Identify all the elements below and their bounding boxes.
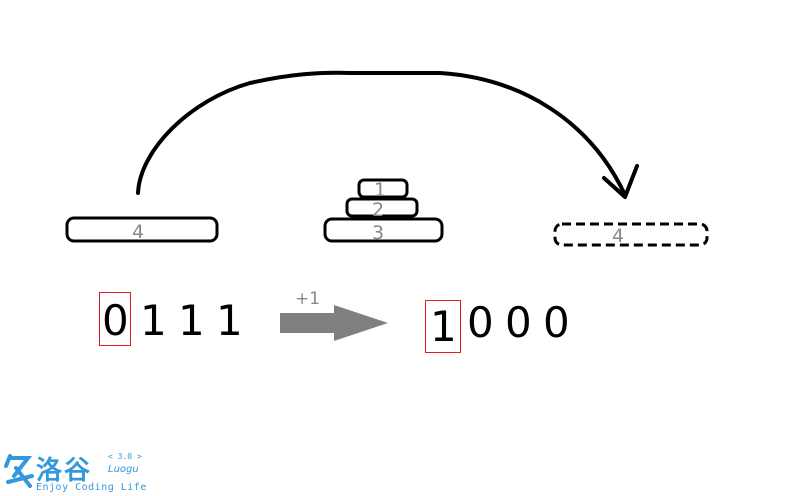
- highlight-box-before: [99, 292, 131, 346]
- bit-after-1: 0: [467, 298, 494, 347]
- luogu-logo: 洛谷 < 3.0 > Luogu Enjoy Coding Life: [2, 452, 162, 496]
- logo-name-cn: 洛谷: [36, 456, 93, 486]
- disk-right-target: [553, 222, 709, 247]
- bit-after-2: 0: [505, 298, 532, 347]
- disk-middle-bottom-label: 3: [372, 222, 384, 244]
- logo-version: < 3.0 >: [108, 452, 142, 461]
- highlight-box-after: [425, 300, 461, 353]
- bit-after-3: 0: [543, 298, 570, 347]
- disk-middle-mid: [345, 197, 419, 218]
- increment-label: +1: [295, 289, 321, 309]
- disk-left: [65, 216, 219, 243]
- disk-middle-top-label: 1: [374, 179, 386, 201]
- disk-right-target-label: 4: [612, 225, 624, 247]
- increment-arrow-icon: [280, 305, 388, 341]
- bit-before-1: 1: [140, 296, 167, 345]
- bit-before-2: 1: [178, 296, 205, 345]
- logo-name-en: Luogu: [108, 464, 139, 475]
- disk-middle-bottom: [323, 217, 444, 243]
- move-arrow-curve: [136, 70, 627, 197]
- bit-before-3: 1: [216, 296, 243, 345]
- luogu-mark-icon: [4, 454, 34, 488]
- logo-tagline: Enjoy Coding Life: [36, 482, 147, 493]
- bit-after-0: 1: [430, 302, 457, 351]
- move-arrowhead-icon: [602, 164, 639, 199]
- bit-before-0: 0: [102, 296, 129, 345]
- disk-left-label: 4: [132, 221, 144, 243]
- disk-middle-mid-label: 2: [372, 199, 384, 221]
- disk-middle-top: [357, 178, 409, 199]
